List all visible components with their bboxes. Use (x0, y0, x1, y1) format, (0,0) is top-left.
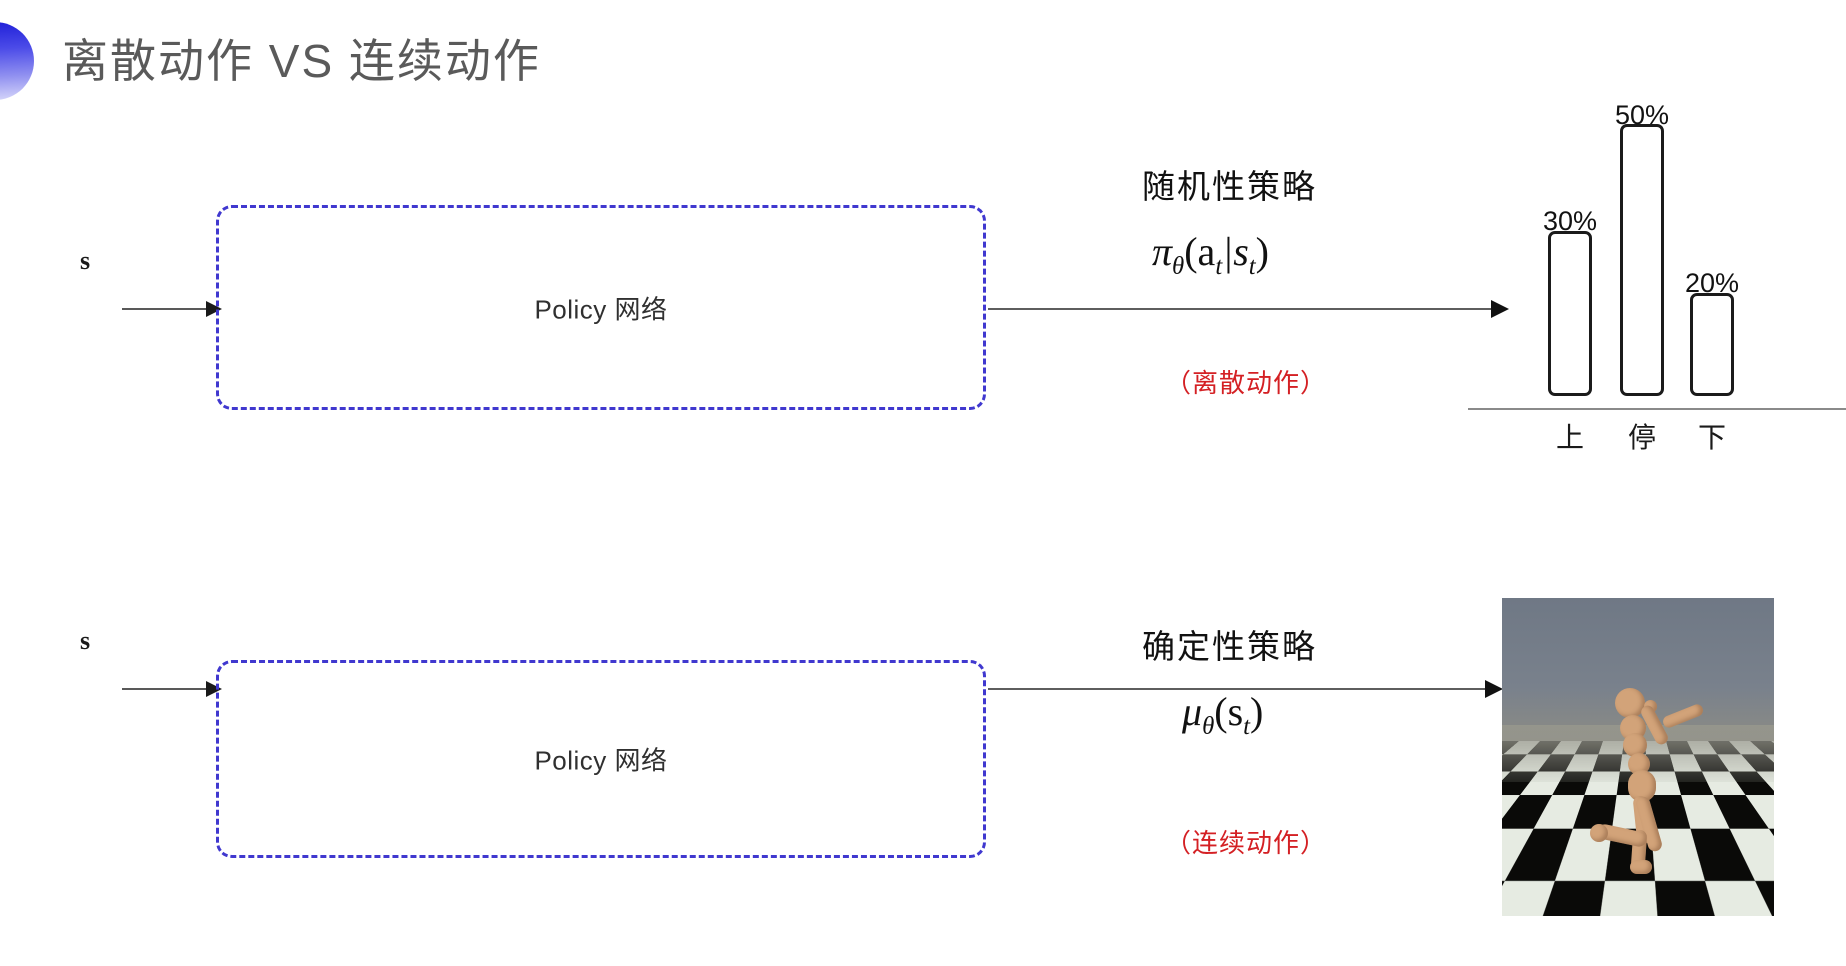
action-note-continuous: （连续动作） (1165, 828, 1328, 858)
bar-value-down: 20% (1684, 268, 1740, 298)
formula-mid: |s (1222, 229, 1249, 274)
output-arrow-discrete (988, 300, 1509, 318)
output-arrow-continuous (988, 680, 1503, 698)
chart-baseline (1468, 408, 1846, 410)
policy-network-box-continuous[interactable]: Policy 网络 (216, 660, 986, 858)
bar-value-up: 30% (1542, 206, 1598, 236)
formula-mu: μ (1182, 689, 1203, 734)
title-bullet-icon (0, 22, 34, 100)
policy-kind-discrete: 随机性策略 (1142, 168, 1317, 205)
state-label-continuous: s (80, 626, 91, 655)
bar-category-down: 下 (1697, 422, 1726, 453)
formula-t1: t (1215, 253, 1223, 280)
policy-network-label-continuous: Policy 网络 (534, 745, 668, 776)
bar-stop (1620, 124, 1664, 396)
humanoid-foot-right (1590, 824, 1608, 842)
formula-open: (a (1184, 229, 1216, 274)
formula-t2: t (1248, 253, 1256, 280)
formula-pi: π (1152, 229, 1173, 274)
formula-theta-2: θ (1202, 713, 1215, 740)
action-note-discrete: （离散动作） (1165, 368, 1328, 398)
state-label-discrete: s (80, 246, 91, 275)
formula-close-2: ) (1250, 689, 1264, 734)
policy-formula-continuous: μθ(st) (1182, 688, 1263, 741)
policy-network-label-discrete: Policy 网络 (534, 294, 668, 324)
page-title: 离散动作 VS 连续动作 (62, 35, 541, 87)
humanoid-foot-left (1630, 860, 1652, 874)
humanoid-simulation-image (1502, 598, 1774, 916)
bar-category-up: 上 (1555, 422, 1584, 453)
policy-formula-discrete: πθ(at|st) (1152, 228, 1269, 281)
policy-network-box-discrete[interactable]: Policy 网络 (216, 205, 986, 410)
bar-value-stop: 50% (1614, 100, 1670, 130)
formula-open-2: (s (1214, 689, 1244, 734)
formula-t-2: t (1243, 713, 1251, 740)
input-arrow-discrete (122, 301, 222, 317)
bar-category-stop: 停 (1627, 422, 1656, 453)
humanoid-waist (1628, 753, 1650, 775)
formula-theta: θ (1172, 253, 1185, 280)
input-arrow-continuous (122, 681, 222, 697)
bar-down (1690, 293, 1734, 396)
bar-up (1548, 231, 1592, 396)
formula-close: ) (1255, 229, 1269, 274)
action-probability-chart: 30% 上 50% 停 20% 下 (1468, 96, 1846, 453)
policy-kind-continuous: 确定性策略 (1142, 628, 1317, 665)
